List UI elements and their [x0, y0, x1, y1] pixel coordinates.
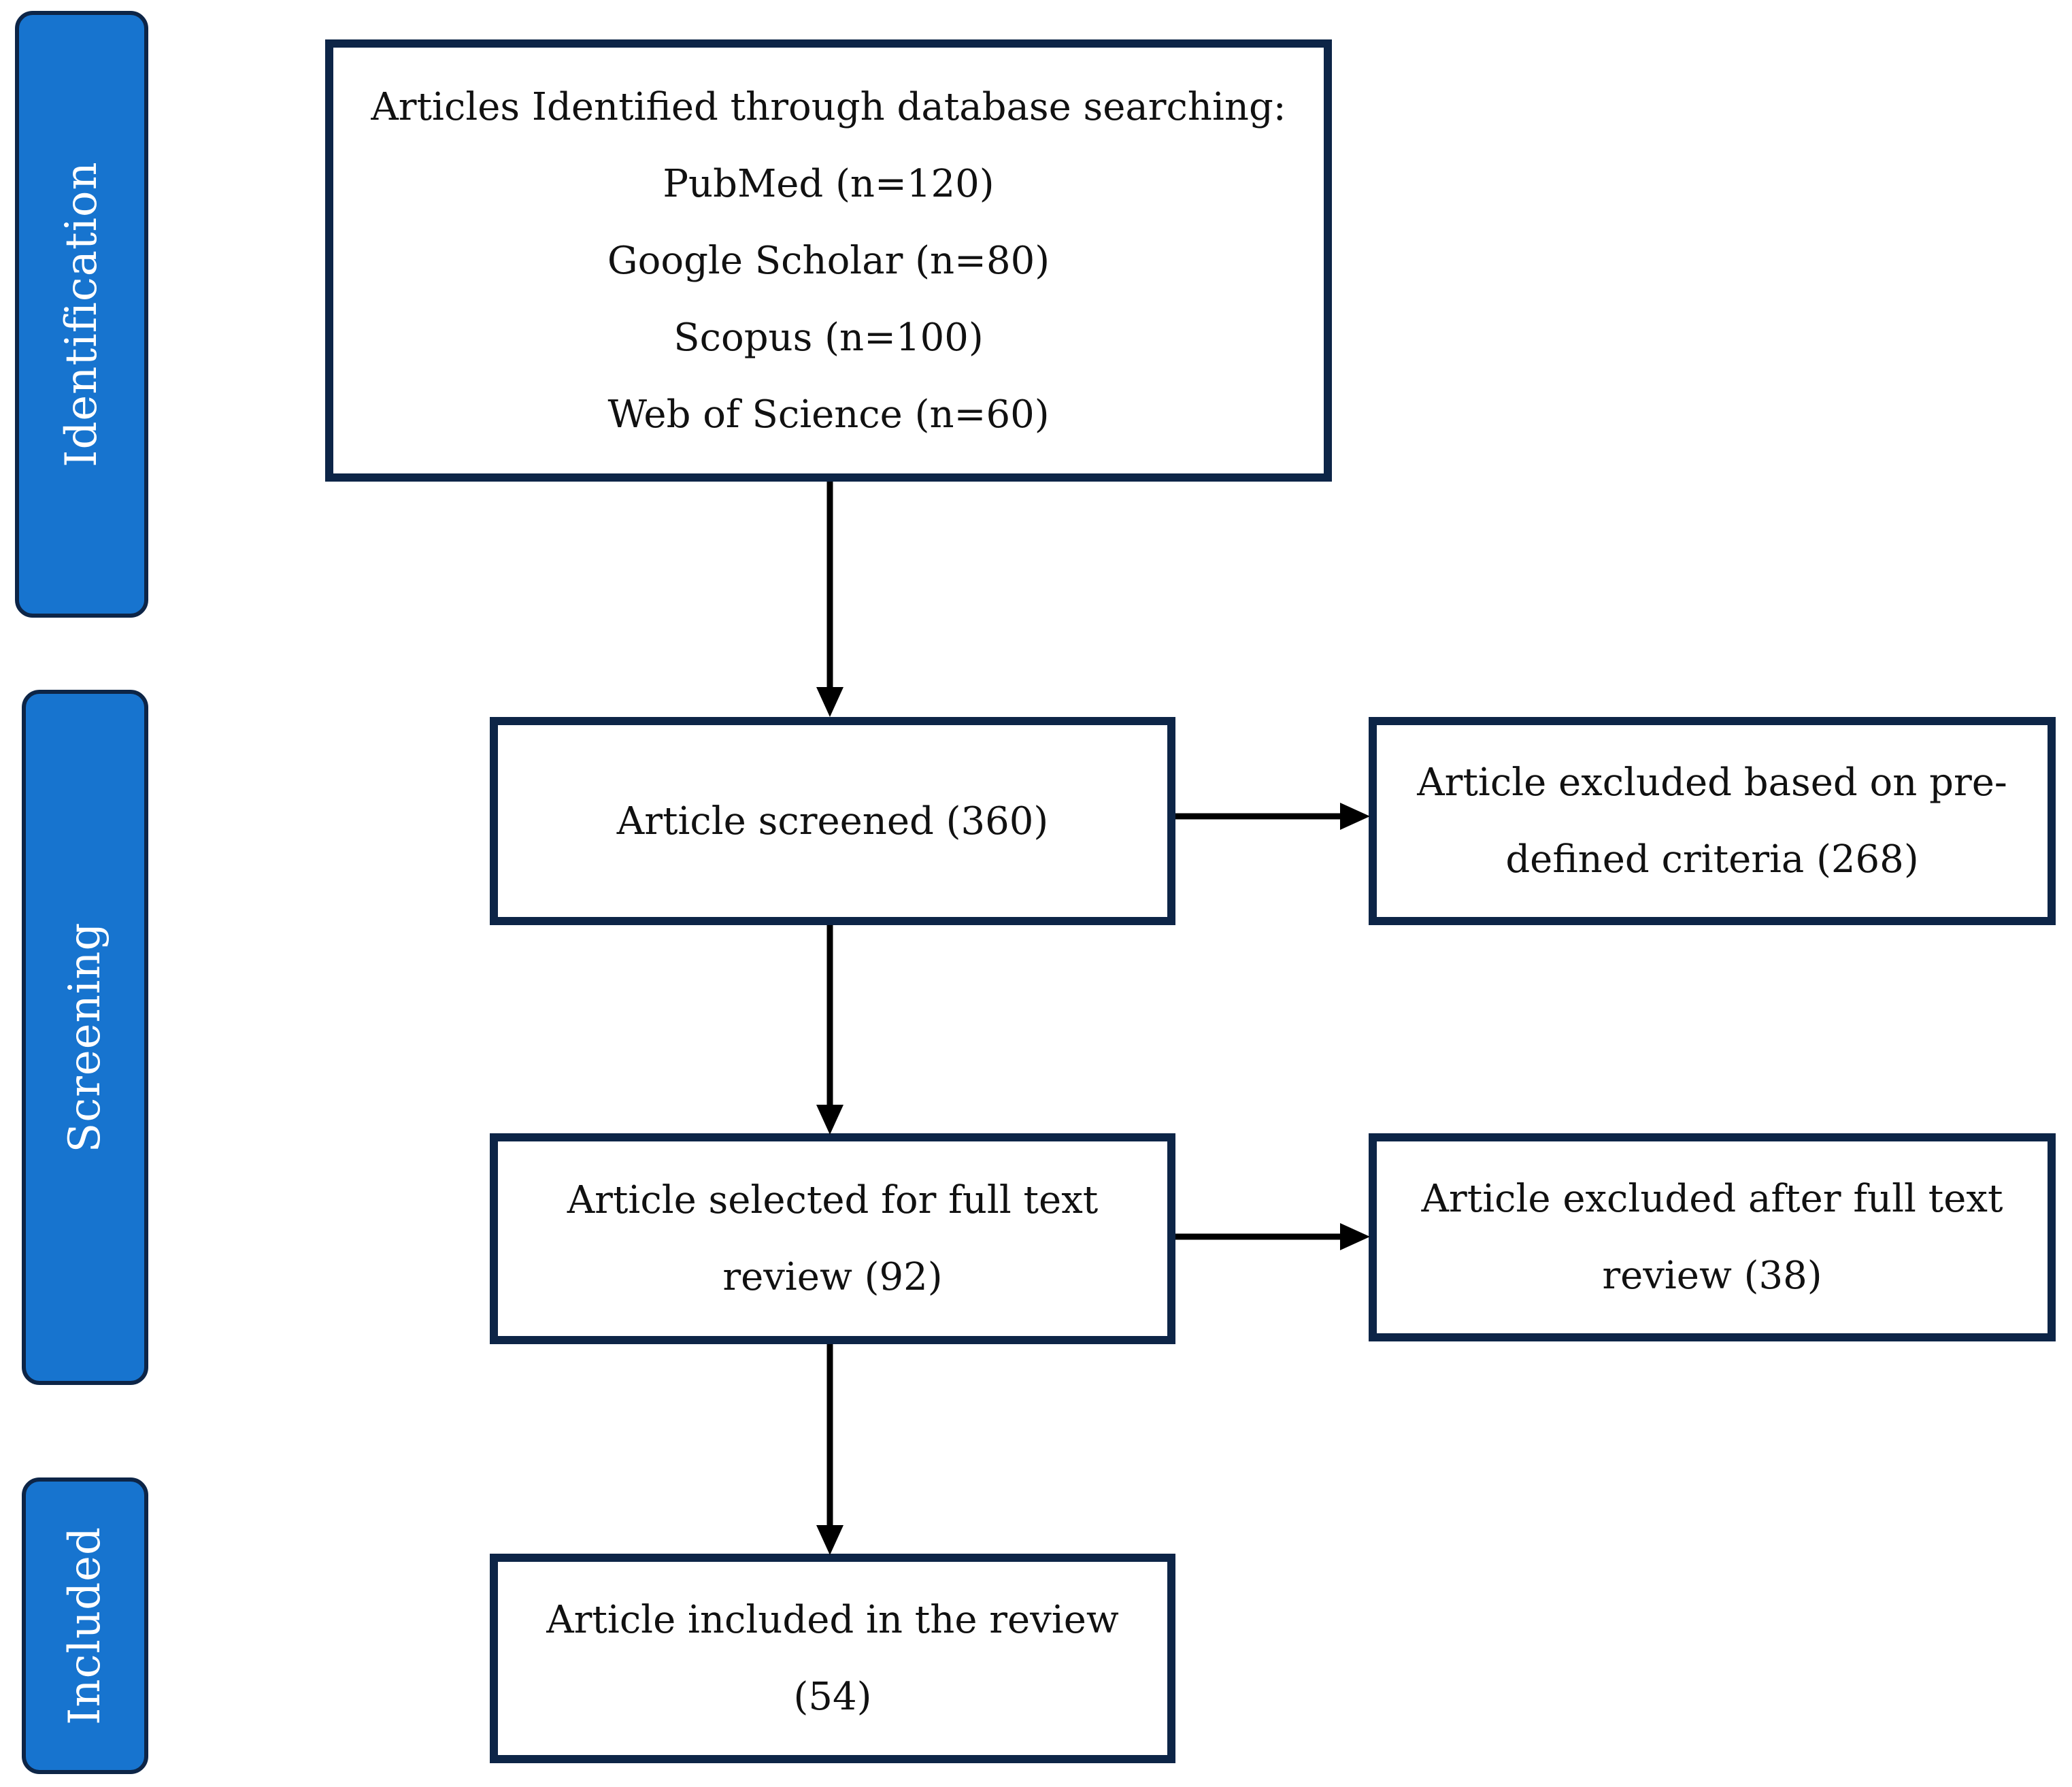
- included-box: Article included in the review (54): [490, 1554, 1175, 1763]
- arrowhead-screened-to-fulltext: [816, 1105, 843, 1135]
- screened-text: Article screened (360): [616, 799, 1049, 844]
- excluded-fulltext-line-1: Article excluded after full text: [1421, 1177, 2003, 1221]
- excluded-criteria-box: Article excluded based on pre- defined c…: [1369, 717, 2056, 925]
- stage-bar-identification: Identification: [15, 11, 148, 618]
- fulltext-line-2: review (92): [722, 1255, 943, 1299]
- fulltext-box: Article selected for full text review (9…: [490, 1133, 1175, 1344]
- excluded-criteria-line-1: Article excluded based on pre-: [1417, 761, 2007, 805]
- included-line-2: (54): [793, 1675, 872, 1719]
- stage-bar-screening: Screening: [22, 690, 148, 1385]
- excluded-criteria-line-2: defined criteria (268): [1505, 837, 1919, 882]
- source-pubmed: PubMed (n=120): [663, 161, 995, 206]
- stage-label-screening: Screening: [60, 922, 110, 1153]
- arrowhead-fulltext-to-excluded: [1340, 1223, 1370, 1250]
- stage-label-included: Included: [60, 1526, 110, 1725]
- excluded-fulltext-box: Article excluded after full text review …: [1369, 1133, 2056, 1341]
- source-web-of-science: Web of Science (n=60): [607, 392, 1050, 437]
- excluded-fulltext-line-2: review (38): [1602, 1254, 1822, 1298]
- included-line-1: Article included in the review: [546, 1598, 1119, 1642]
- fulltext-line-1: Article selected for full text: [567, 1178, 1099, 1222]
- identification-heading: Articles Identified through database sea…: [371, 84, 1286, 129]
- source-scopus: Scopus (n=100): [673, 315, 984, 360]
- identification-box: Articles Identified through database sea…: [325, 39, 1332, 482]
- screened-box: Article screened (360): [490, 717, 1175, 925]
- source-google-scholar: Google Scholar (n=80): [607, 238, 1050, 283]
- stage-bar-included: Included: [22, 1477, 148, 1774]
- arrowhead-identification-to-screened: [816, 687, 843, 717]
- arrowhead-fulltext-to-included: [816, 1525, 843, 1555]
- stage-label-identification: Identification: [56, 161, 107, 467]
- arrowhead-screened-to-excluded: [1340, 803, 1370, 830]
